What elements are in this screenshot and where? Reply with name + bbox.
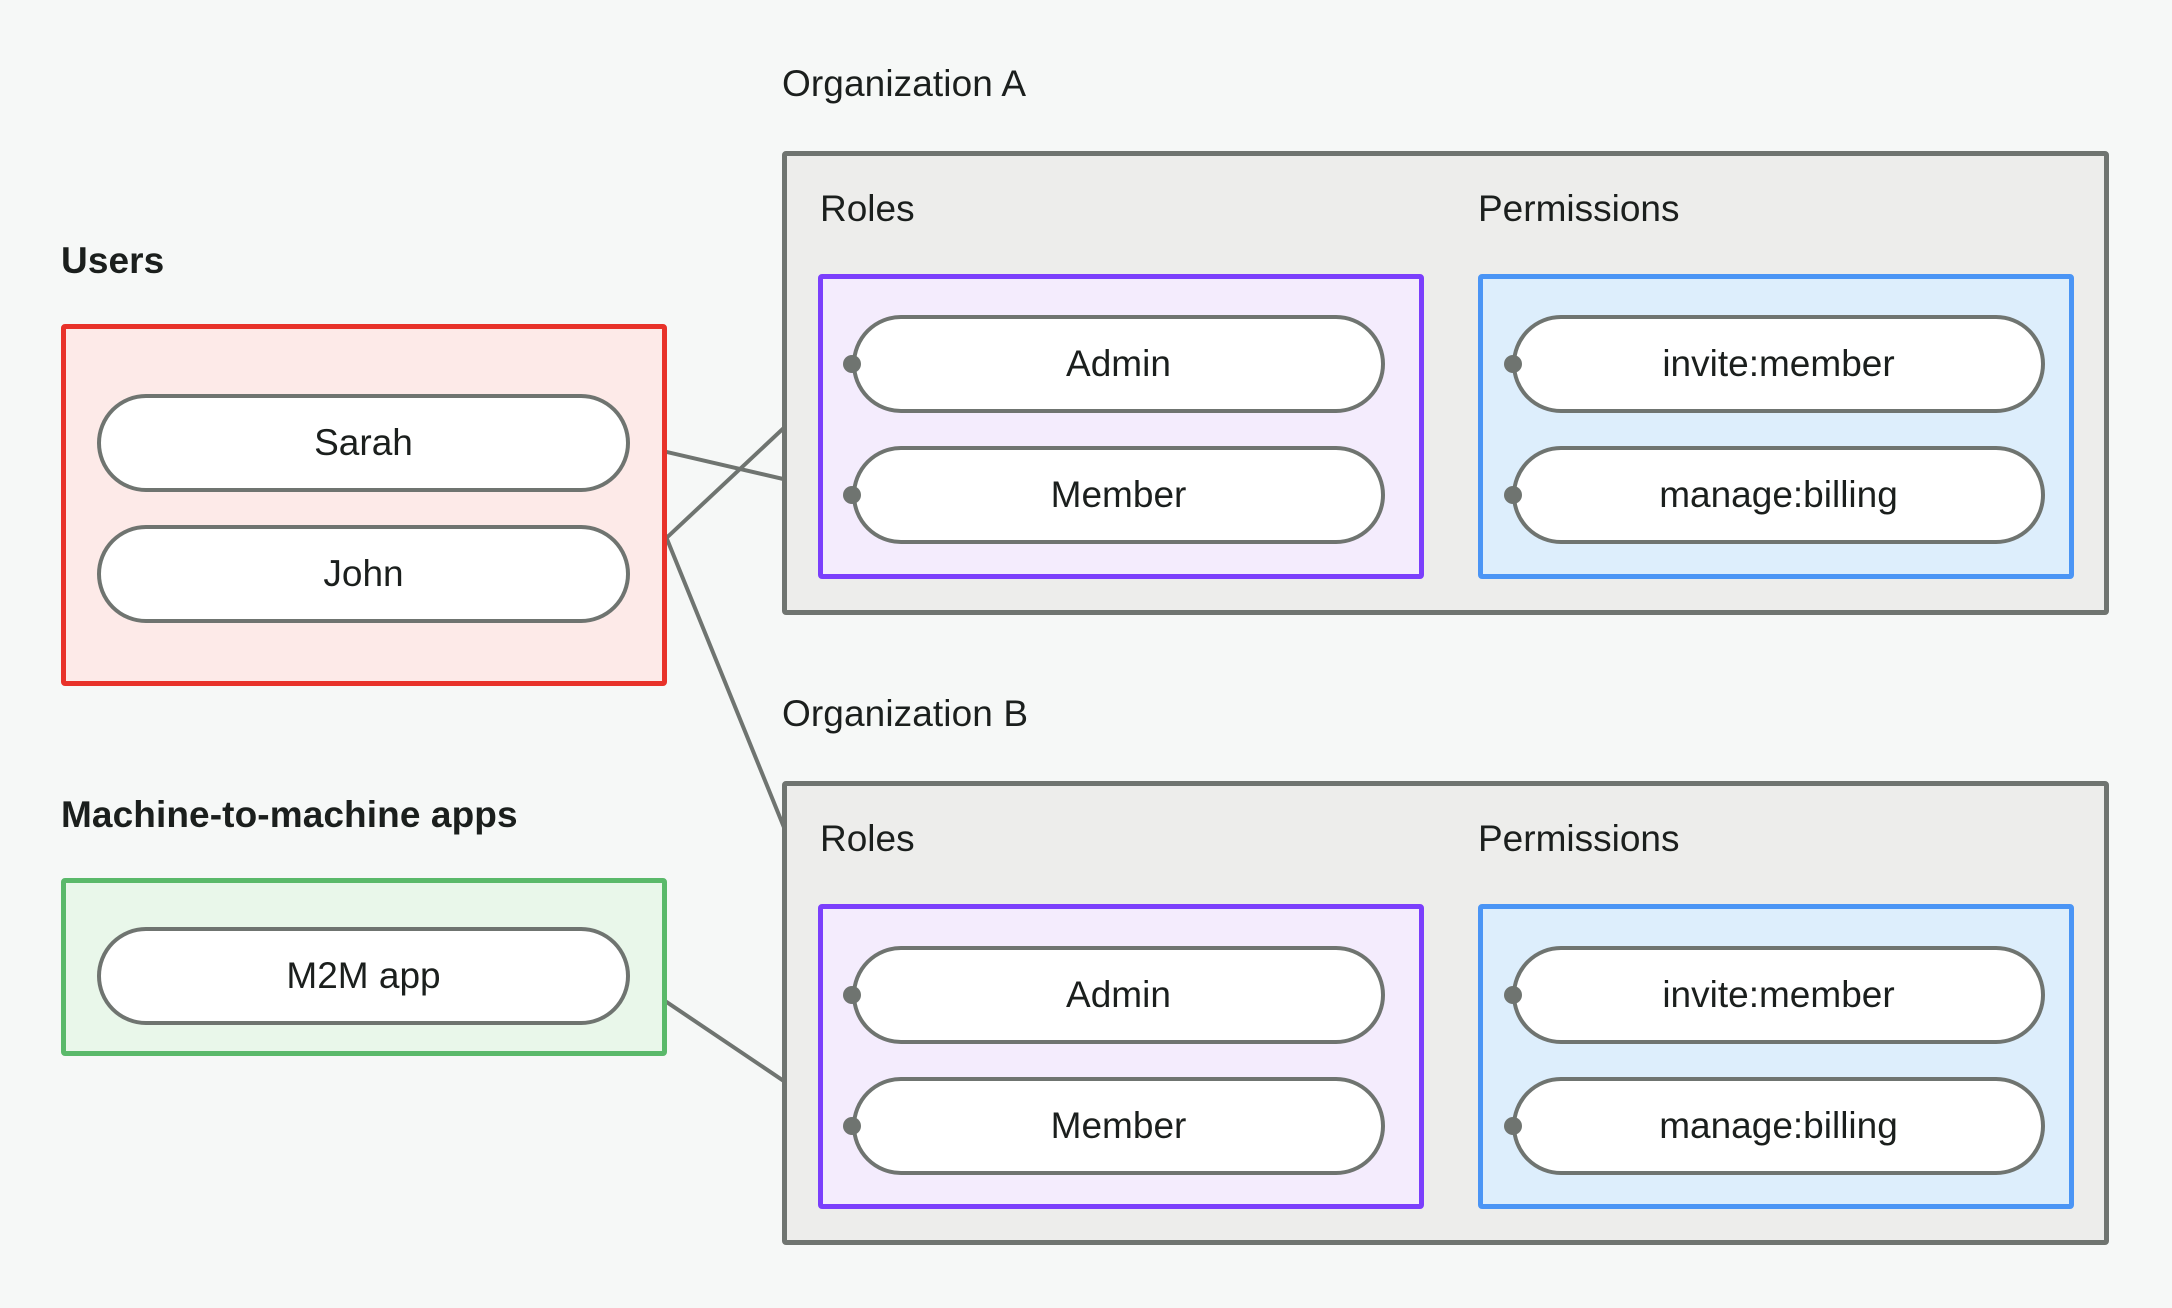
permission-label: invite:member xyxy=(1662,343,1895,384)
m2m-label: M2M app xyxy=(286,955,441,996)
organization-a-role-admin[interactable]: Admin xyxy=(852,315,1385,413)
organization-b-permission-manage-billing[interactable]: manage:billing xyxy=(1512,1077,2045,1175)
permission-label: invite:member xyxy=(1662,974,1895,1015)
user-pill-sarah[interactable]: Sarah xyxy=(97,394,630,492)
organization-b-permission-invite-member[interactable]: invite:member xyxy=(1512,946,2045,1044)
organization-a-role-admin-in-port xyxy=(843,355,861,373)
organization-a-permission-invite-member-port xyxy=(1504,355,1522,373)
organization-a-role-member[interactable]: Member xyxy=(852,446,1385,544)
organization-b-title: Organization B xyxy=(782,693,1029,734)
organization-b-permissions-title: Permissions xyxy=(1478,818,1680,859)
role-label: Member xyxy=(1050,474,1187,515)
organization-b-permission-manage-billing-port xyxy=(1504,1117,1522,1135)
organization-b-role-admin-in-port xyxy=(843,986,861,1004)
organization-b-role-member[interactable]: Member xyxy=(852,1077,1385,1175)
organization-b-permission-invite-member-port xyxy=(1504,986,1522,1004)
user-pill-john[interactable]: John xyxy=(97,525,630,623)
users-container xyxy=(61,324,667,686)
organization-a-permissions-title: Permissions xyxy=(1478,188,1680,229)
user-label: John xyxy=(323,553,404,594)
organization-a-roles-title: Roles xyxy=(820,188,915,229)
m2m-group-title: Machine-to-machine apps xyxy=(61,794,518,835)
permission-label: manage:billing xyxy=(1659,1105,1898,1146)
organization-a-role-member-in-port xyxy=(843,486,861,504)
organization-b-role-member-in-port xyxy=(843,1117,861,1135)
permission-label: manage:billing xyxy=(1659,474,1898,515)
organization-a-permission-manage-billing-port xyxy=(1504,486,1522,504)
user-label: Sarah xyxy=(314,422,413,463)
organization-b-role-admin[interactable]: Admin xyxy=(852,946,1385,1044)
role-label: Member xyxy=(1050,1105,1187,1146)
users-group-title: Users xyxy=(61,240,165,281)
organization-a-permission-invite-member[interactable]: invite:member xyxy=(1512,315,2045,413)
role-label: Admin xyxy=(1066,343,1171,384)
organization-a-title: Organization A xyxy=(782,63,1027,104)
organization-b-roles-title: Roles xyxy=(820,818,915,859)
organization-a-permission-manage-billing[interactable]: manage:billing xyxy=(1512,446,2045,544)
role-label: Admin xyxy=(1066,974,1171,1015)
m2m-pill-app[interactable]: M2M app xyxy=(97,927,630,1025)
